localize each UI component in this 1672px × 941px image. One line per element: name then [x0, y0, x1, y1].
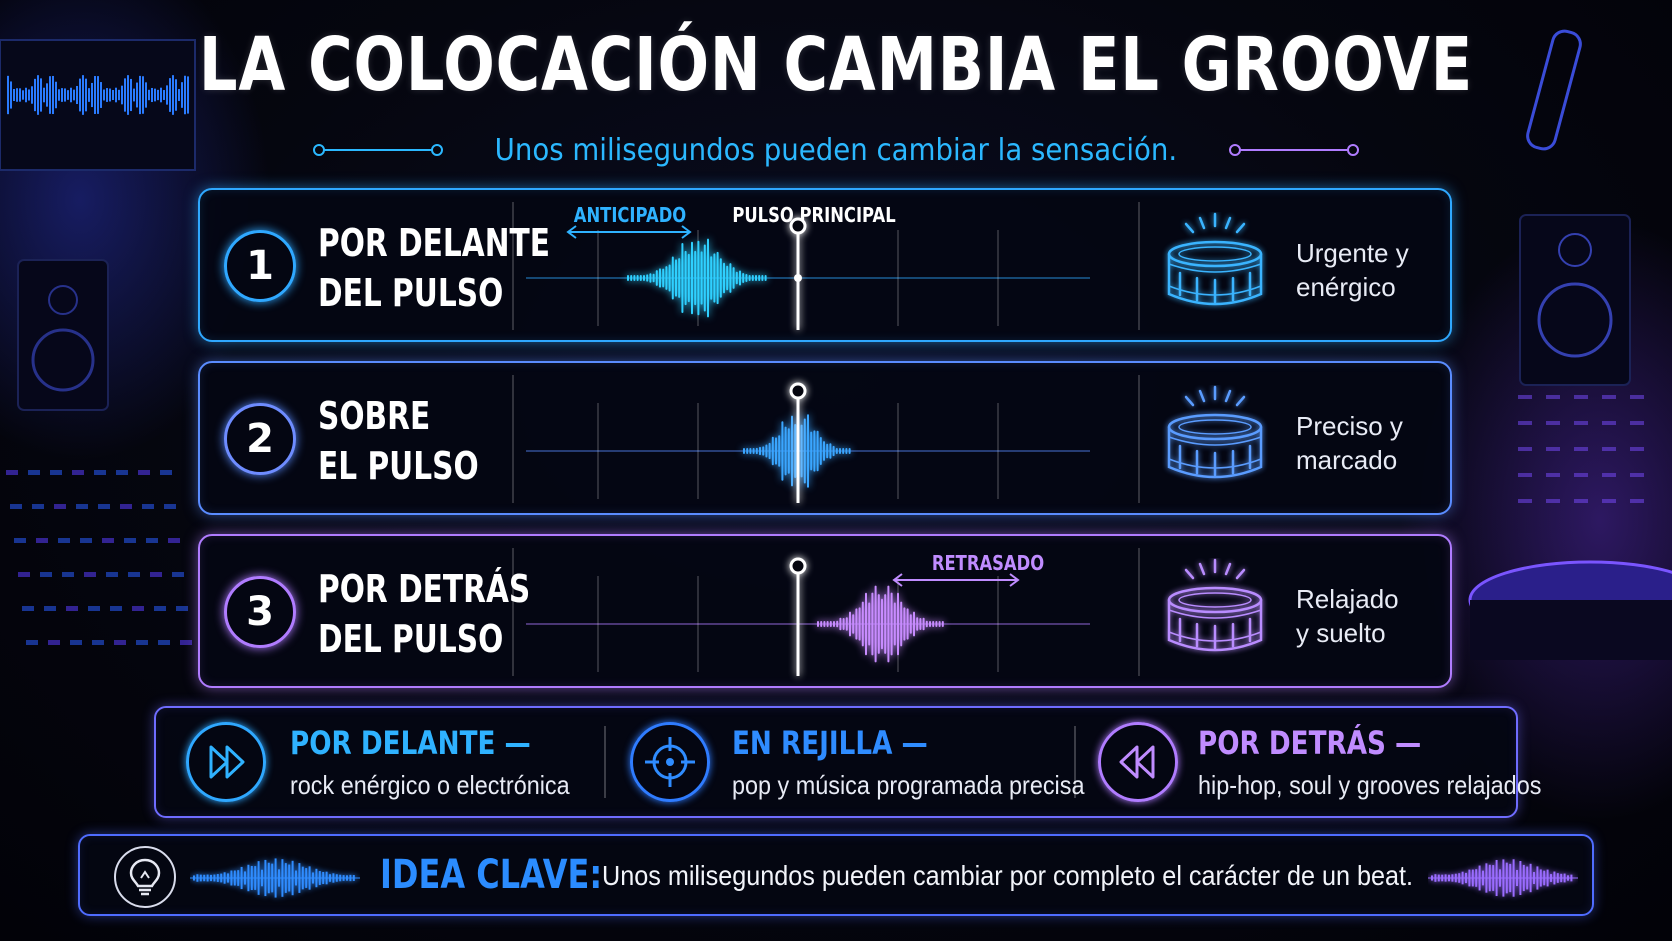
waveform-decor-right	[1428, 859, 1578, 897]
subtitle: Unos milisegundos pueden cambiar la sens…	[494, 132, 1178, 168]
key-idea-text: Unos milisegundos pueden cambiar por com…	[602, 860, 1414, 891]
desc-line1: Preciso y	[1296, 411, 1403, 441]
snare-drum-icon	[1167, 212, 1263, 306]
snare-drum-shape	[1167, 385, 1263, 479]
key-idea-bar: IDEA CLAVE: Unos milisegundos pueden cam…	[78, 834, 1594, 916]
annotation-label: RETRASADO	[932, 553, 1044, 576]
delay-arrow	[892, 573, 1020, 587]
page-title: LA COLOCACIÓN CAMBIA EL GROOVE	[198, 22, 1474, 108]
row-divider	[512, 548, 514, 676]
legend-panel: POR DELANTE — rock enérgico o electrónic…	[154, 706, 1541, 818]
waveform-on	[743, 413, 851, 489]
snare-drum-shape	[1167, 212, 1263, 306]
legend-item-ahead: POR DELANTE — rock enérgico o electrónic…	[156, 708, 606, 816]
legend-text: rock enérgico o electrónica	[290, 770, 570, 800]
legend-title: POR DELANTE —	[290, 724, 531, 762]
row-label-line2: EL PULSO	[318, 444, 479, 488]
pulse-point	[794, 274, 802, 282]
desc-line1: Urgente y	[1296, 238, 1409, 268]
row-number: 1	[224, 230, 296, 302]
waveform-decor-left	[190, 858, 360, 898]
anticipation-arrow	[566, 225, 692, 239]
snare-drum-shape	[1167, 558, 1263, 652]
fast-forward-icon	[186, 722, 266, 802]
row-label-line1: SOBRE	[318, 394, 431, 438]
row-number: 2	[224, 403, 296, 475]
row-label-line2: DEL PULSO	[318, 271, 504, 315]
legend-item-grid: EN REJILLA — pop y música programada pre…	[606, 708, 1084, 816]
snare-drum-icon	[1167, 385, 1263, 479]
row-label: SOBRE EL PULSO	[318, 391, 479, 491]
row-divider	[512, 202, 514, 330]
waveform-blue	[190, 858, 360, 898]
timing-diagram: ANTICIPADO PULSO PRINCIPAL	[526, 205, 1090, 330]
annotation-label: ANTICIPADO	[574, 205, 686, 228]
row-divider	[512, 375, 514, 503]
subtitle-decor-right	[1228, 143, 1359, 157]
snare-drum-icon	[1167, 558, 1263, 652]
main-pulse-marker	[789, 382, 807, 503]
desc-line2: marcado	[1296, 445, 1398, 475]
row-description: Relajado y suelto	[1296, 582, 1399, 650]
row-label: POR DETRÁS DEL PULSO	[318, 564, 531, 664]
legend-text: hip-hop, soul y grooves relajados	[1198, 770, 1542, 800]
timing-diagram	[526, 382, 1090, 503]
row-label-line1: POR DELANTE	[318, 221, 551, 265]
waveform-purple	[1428, 859, 1578, 897]
rewind-icon	[1098, 722, 1178, 802]
desc-line2: enérgico	[1296, 272, 1396, 302]
row-label-line2: DEL PULSO	[318, 617, 504, 661]
subtitle-decor-left	[313, 143, 444, 157]
row-label-line1: POR DETRÁS	[318, 567, 531, 611]
timing-row-on: 2 SOBRE EL PULSO Preciso y marcado	[198, 361, 1452, 515]
waveform-ahead	[627, 238, 767, 318]
desc-line1: Relajado	[1296, 584, 1399, 614]
legend-divider	[604, 726, 606, 798]
legend-divider	[1074, 726, 1076, 798]
row-label: POR DELANTE DEL PULSO	[318, 218, 551, 318]
legend-title: POR DETRÁS —	[1198, 724, 1422, 762]
crosshair-icon	[630, 722, 710, 802]
row-number: 3	[224, 576, 296, 648]
timing-row-ahead: 1 POR DELANTE DEL PULSO ANTICIPADO PULSO…	[198, 188, 1452, 342]
subtitle-row: Unos milisegundos pueden cambiar la sens…	[0, 128, 1672, 172]
legend-item-behind: POR DETRÁS — hip-hop, soul y grooves rel…	[1076, 708, 1541, 816]
desc-line2: y suelto	[1296, 618, 1386, 648]
row-description: Urgente y enérgico	[1296, 236, 1409, 304]
row-divider	[1138, 375, 1140, 503]
main-pulse-marker	[789, 557, 807, 676]
row-divider	[1138, 202, 1140, 330]
legend-title: EN REJILLA —	[732, 724, 928, 762]
key-idea-title: IDEA CLAVE:	[380, 852, 603, 898]
timing-row-behind: 3 POR DETRÁS DEL PULSO RETRASADO Relajad…	[198, 534, 1452, 688]
waveform-behind	[817, 585, 944, 663]
row-divider	[1138, 548, 1140, 676]
lightbulb-icon	[114, 846, 176, 908]
timing-diagram: RETRASADO	[526, 553, 1090, 676]
row-description: Preciso y marcado	[1296, 409, 1403, 477]
main-pulse-label: PULSO PRINCIPAL	[732, 205, 896, 228]
legend-text: pop y música programada precisa	[732, 770, 1085, 800]
